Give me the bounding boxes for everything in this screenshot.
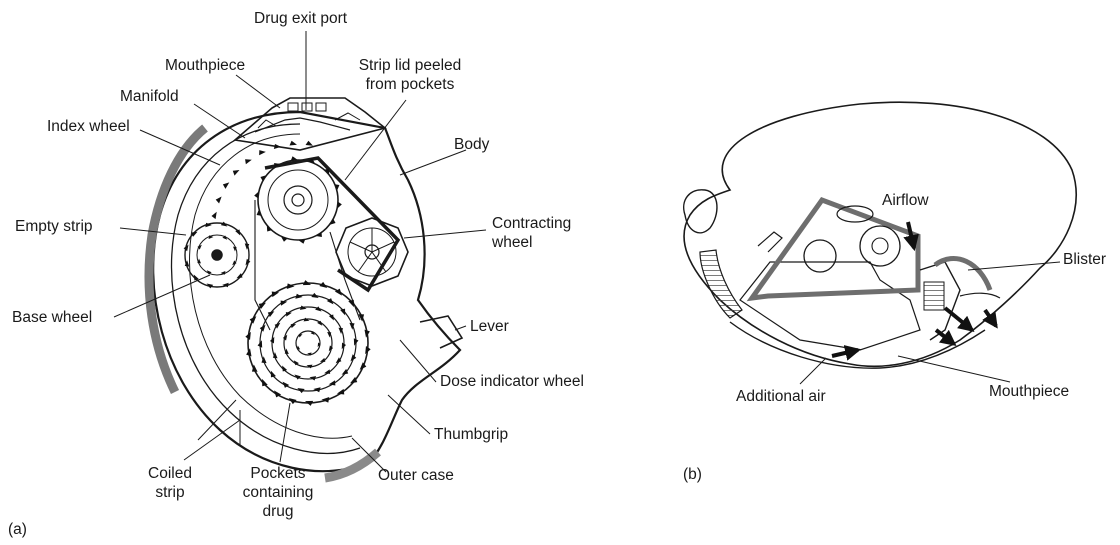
label-contracting-line2: wheel — [492, 233, 571, 252]
drug-pocket-mark — [216, 196, 222, 203]
drug-pocket-mark — [235, 229, 240, 235]
drug-pocket-mark — [309, 376, 316, 380]
label-blister: Blister — [1063, 250, 1106, 269]
drug-pocket-mark — [272, 292, 279, 298]
drug-pocket-mark — [324, 369, 330, 374]
label-base-wheel: Base wheel — [12, 308, 92, 327]
label-coiled-line1: Coiled — [136, 464, 204, 483]
label-mouthpiece-b: Mouthpiece — [989, 382, 1069, 401]
label-index-wheel: Index wheel — [47, 117, 130, 136]
drug-pocket-mark — [194, 275, 199, 281]
drug-pocket-mark — [282, 365, 287, 371]
drug-pocket-mark — [290, 141, 297, 146]
drug-pocket-mark — [329, 315, 334, 321]
drug-pocket-mark — [329, 380, 336, 385]
label-pockets-containing-drug: Pockets containing drug — [228, 464, 328, 521]
drug-pocket-mark — [313, 387, 320, 392]
label-coiled-strip: Coiled strip — [136, 464, 204, 502]
label-empty-strip: Empty strip — [15, 217, 93, 236]
drug-pocket-mark — [245, 159, 252, 164]
label-coiled-line2: strip — [136, 483, 204, 502]
label-contracting-line1: Contracting — [492, 214, 571, 233]
drug-pocket-mark — [259, 150, 266, 155]
label-contracting-wheel: Contracting wheel — [492, 214, 571, 252]
caption-a: (a) — [8, 520, 27, 539]
inhaler-airflow-view — [684, 102, 1076, 368]
label-pockets-line1: Pockets — [228, 464, 328, 483]
drug-pocket-mark — [320, 358, 325, 362]
drug-pocket-mark — [306, 141, 313, 146]
drug-pocket-mark — [297, 345, 300, 349]
drug-pocket-mark — [300, 306, 307, 310]
label-strip-lid-line2: from pockets — [346, 75, 474, 94]
drug-pocket-mark — [237, 273, 243, 278]
drug-pocket-mark — [254, 192, 258, 199]
label-pockets-line2: containing — [228, 483, 328, 502]
outer-case-shape — [153, 112, 460, 471]
label-strip-lid-line1: Strip lid peeled — [346, 56, 474, 75]
outer-case-rim — [149, 128, 205, 392]
label-thumbgrip: Thumbgrip — [434, 425, 508, 444]
label-body: Body — [454, 135, 489, 154]
drug-pocket-mark — [281, 301, 288, 306]
drug-pocket-mark — [223, 182, 229, 188]
drug-pocket-mark — [233, 170, 240, 176]
base-lip — [730, 322, 985, 368]
label-outer-case: Outer case — [378, 466, 454, 485]
caption-b: (b) — [683, 465, 702, 484]
label-dose-indicator-wheel: Dose indicator wheel — [440, 372, 584, 391]
drug-pocket-mark — [274, 144, 281, 149]
drug-pocket-mark — [337, 389, 344, 395]
label-mouthpiece-a: Mouthpiece — [165, 56, 245, 75]
drug-pocket-mark — [337, 202, 341, 209]
drug-pocket-mark — [191, 232, 197, 237]
label-additional-air: Additional air — [736, 387, 826, 406]
label-manifold: Manifold — [120, 87, 179, 106]
drug-pocket-mark — [262, 379, 268, 386]
drug-pocket-mark — [348, 300, 354, 307]
drug-pocket-mark — [286, 312, 292, 317]
lever-shape — [420, 316, 462, 348]
label-strip-lid: Strip lid peeled from pockets — [346, 56, 474, 94]
drug-pocket-mark — [291, 324, 296, 328]
label-airflow: Airflow — [882, 191, 929, 210]
label-drug-exit-port: Drug exit port — [254, 9, 347, 28]
shell-outline — [684, 102, 1076, 366]
label-pockets-line3: drug — [228, 502, 328, 521]
drug-pocket-mark — [212, 212, 217, 219]
drug-pocket-mark — [340, 309, 345, 316]
blister-strip — [924, 282, 944, 310]
contracting-wheel-shape — [336, 218, 408, 286]
drug-pocket-mark — [271, 371, 276, 378]
drug-pocket-mark — [295, 294, 302, 299]
label-lever: Lever — [470, 317, 509, 336]
index-wheel-shape — [258, 160, 338, 240]
drug-pocket-mark — [299, 334, 303, 337]
